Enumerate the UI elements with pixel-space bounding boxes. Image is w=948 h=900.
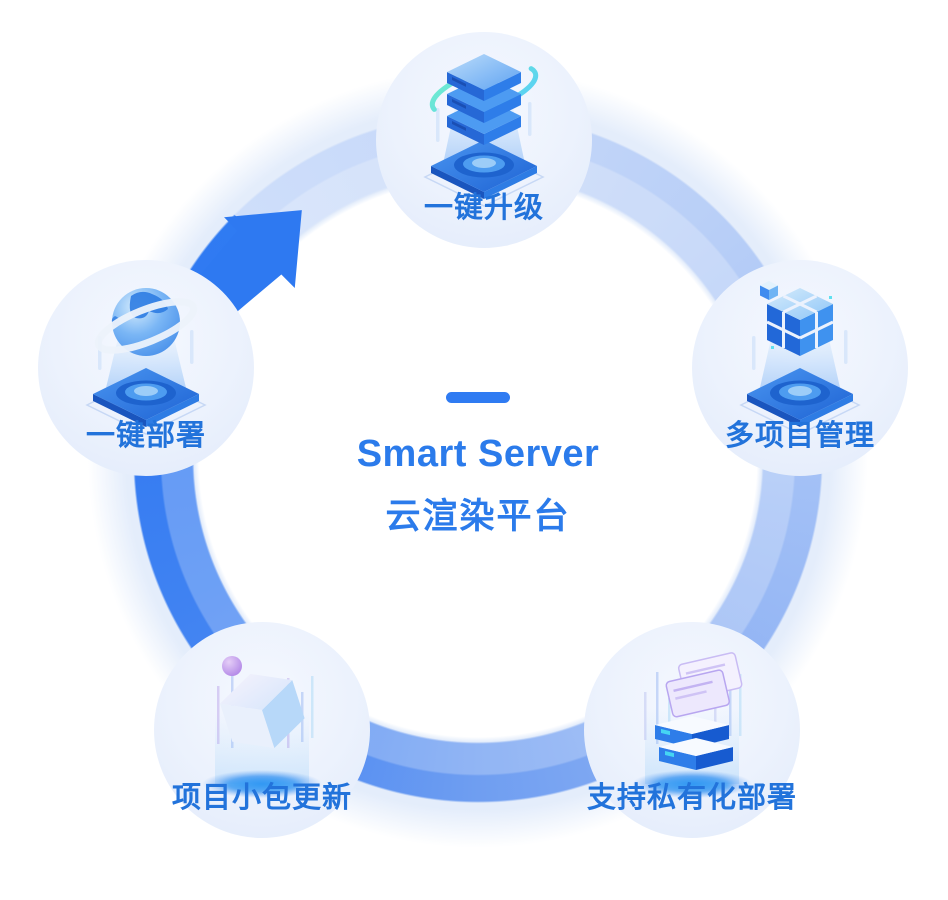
node-package-update: 项目小包更新 [154,622,370,838]
title-divider [446,392,510,403]
cube-cluster-icon [740,281,860,435]
center-title-block: Smart Server 云渲染平台 [328,392,628,539]
globe-orbit-icon [86,288,206,435]
node-label: 支持私有化部署 [586,782,798,814]
node-multi-project: 多项目管理 [692,260,908,476]
node-label: 一键升级 [423,192,545,224]
node-deploy: 一键部署 [38,260,254,476]
node-label: 一键部署 [85,420,207,452]
platform-title-zh: 云渲染平台 [385,497,571,536]
stacked-servers-upgrade-icon [424,54,544,207]
node-label: 项目小包更新 [171,782,353,814]
node-upgrade: 一键升级 [376,32,592,248]
platform-title-en: Smart Server [356,433,600,475]
floating-cube-icon [202,656,322,798]
purple-sphere [222,656,242,676]
node-label: 多项目管理 [724,420,876,452]
server-slabs-screens-icon [632,652,752,798]
node-private-deploy: 支持私有化部署 [584,622,800,838]
